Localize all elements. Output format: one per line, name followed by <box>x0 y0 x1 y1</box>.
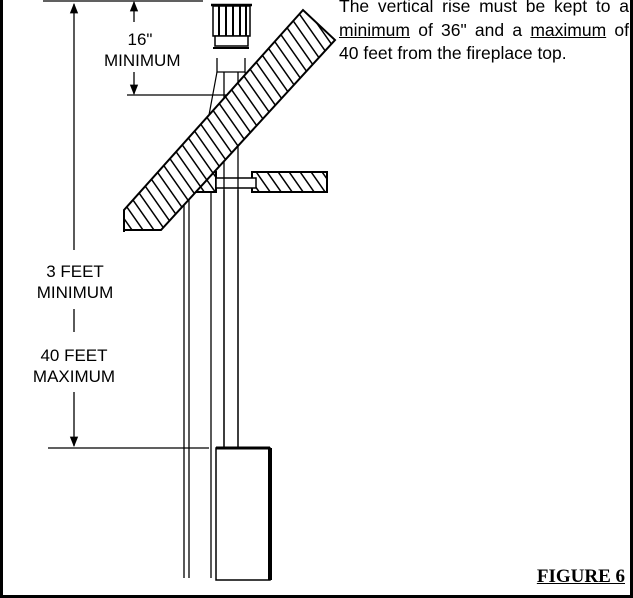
rise-maximum-value: 40 FEET <box>40 346 108 365</box>
chimney-installation-diagram <box>43 0 337 581</box>
figure-caption: FIGURE 6 <box>536 566 625 587</box>
note-text-1: The vertical rise must be kept to a <box>339 0 629 16</box>
dimension-lines <box>43 0 227 449</box>
termination-cap-icon <box>211 3 252 47</box>
top-dimension-value: 16" <box>127 30 153 49</box>
note-text-2: of 36" and a <box>409 19 531 40</box>
note-minimum-emphasis: minimum <box>339 19 410 40</box>
roof-section <box>123 8 337 232</box>
fireplace-unit <box>215 446 272 581</box>
rise-minimum-value: 3 FEET <box>46 262 104 281</box>
note-text-3: of 40 feet from the fireplace top. <box>339 19 629 64</box>
rise-maximum-qualifier: MAXIMUM <box>32 367 116 386</box>
top-dimension-qualifier: MINIMUM <box>104 51 181 70</box>
rise-maximum-label: 40 FEET MAXIMUM <box>21 345 127 387</box>
rise-minimum-label: 3 FEET MINIMUM <box>25 261 125 303</box>
top-dimension-label: 16" MINIMUM <box>104 29 181 71</box>
installation-note: The vertical rise must be kept to a mini… <box>339 0 629 66</box>
rise-minimum-qualifier: MINIMUM <box>36 283 114 302</box>
note-maximum-emphasis: maximum <box>530 19 607 40</box>
